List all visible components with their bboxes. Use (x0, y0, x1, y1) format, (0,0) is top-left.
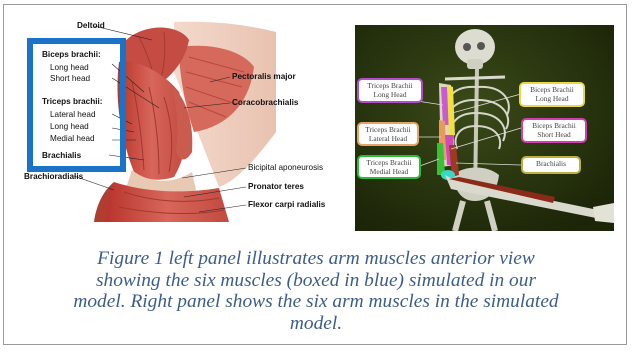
label-flexor-carpi-radialis: Flexor carpi radialis (248, 201, 325, 209)
tag-triceps-medial-head: Triceps Brachii Medial Head (357, 155, 421, 179)
caption-line-3: model. Right panel shows the six arm mus… (8, 291, 624, 313)
simulated-model-render: Triceps Brachii Long Head Triceps Brachi… (355, 25, 614, 231)
caption-line-2: showing the six muscles (boxed in blue) … (8, 270, 624, 292)
label-deltoid: Deltoid (77, 22, 105, 30)
tag-biceps-long-head: Biceps Brachii Long Head (519, 82, 585, 107)
tag-brachialis-line1: Brachialis (526, 160, 576, 169)
tag-triceps-long-head-line2: Long Head (362, 91, 418, 100)
arm-anatomy-illustration: Deltoid Biceps brachii: Long head Short … (14, 12, 332, 222)
tag-triceps-lateral-head-line2: Lateral Head (362, 135, 414, 144)
simulated-muscles-highlight-box (27, 38, 126, 172)
tag-triceps-medial-head-line2: Medial Head (362, 168, 416, 177)
tag-biceps-short-head-line2: Short Head (526, 131, 582, 140)
tag-biceps-long-head-line2: Long Head (524, 95, 580, 104)
tag-biceps-short-head: Biceps Brachii Short Head (521, 118, 587, 143)
tag-brachialis: Brachialis (521, 156, 581, 174)
label-brachioradialis: Brachioradialis (24, 173, 83, 181)
tag-triceps-long-head: Triceps Brachii Long Head (357, 78, 423, 103)
label-coracobrachialis: Coracobrachialis (232, 99, 298, 107)
label-bicipital-aponeurosis: Bicipital aponeurosis (248, 164, 323, 172)
label-pronator-teres: Pronator teres (248, 183, 304, 191)
figure-caption: Figure 1 left panel illustrates arm musc… (8, 248, 624, 334)
caption-line-4: model. (8, 313, 624, 335)
label-pectoralis-major: Pectoralis major (232, 73, 296, 81)
caption-line-1: Figure 1 left panel illustrates arm musc… (8, 248, 624, 270)
tag-triceps-lateral-head: Triceps Brachii Lateral Head (357, 122, 419, 146)
